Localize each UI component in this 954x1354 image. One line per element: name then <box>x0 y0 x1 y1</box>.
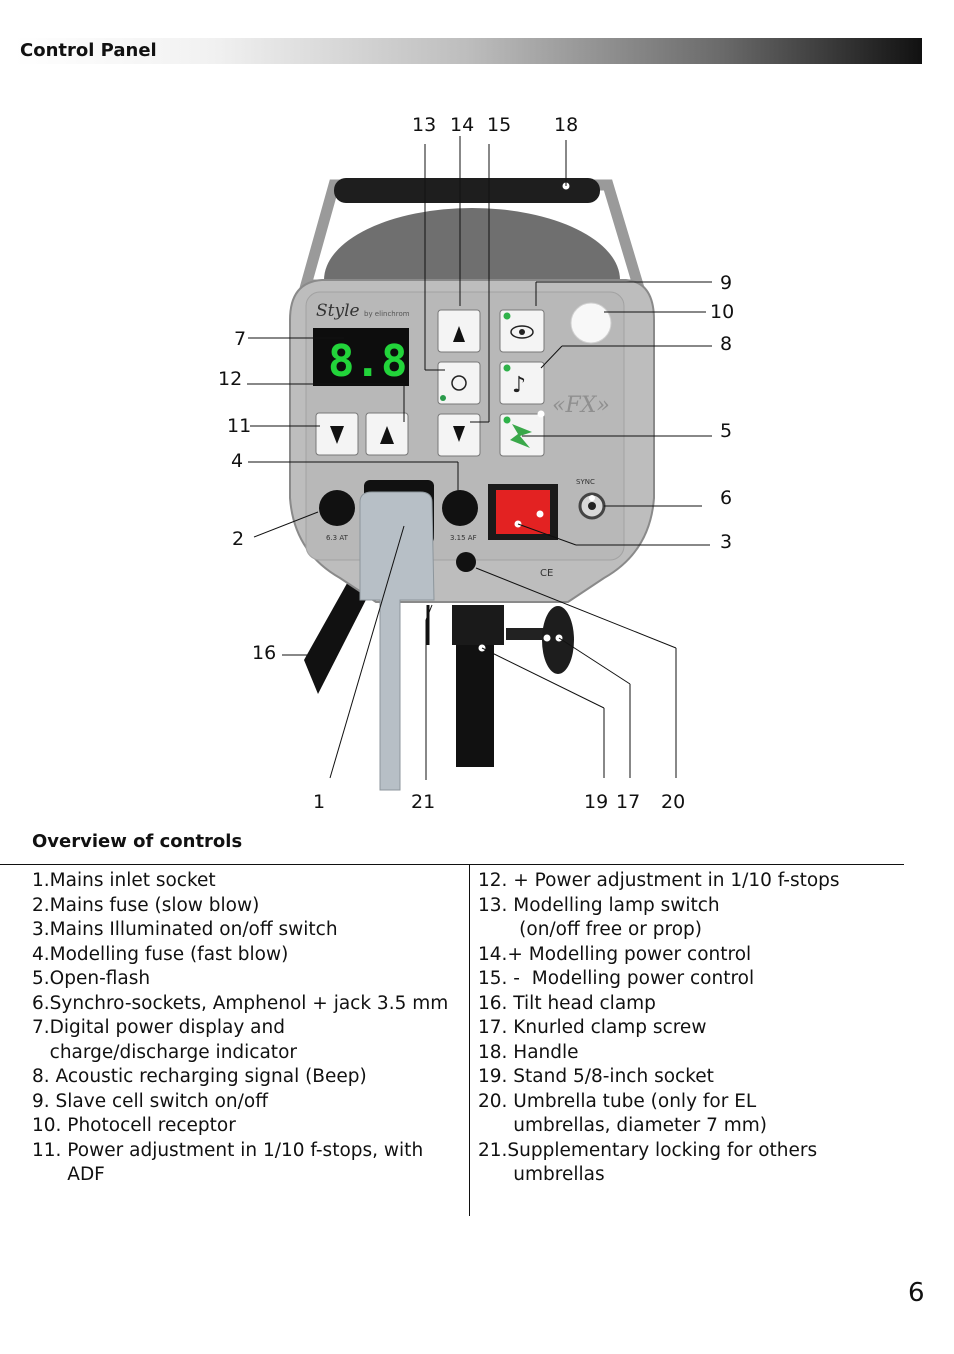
fuse-label-right: 3.15 AF <box>450 534 477 542</box>
controls-list-right: 12. + Power adjustment in 1/10 f-stops 1… <box>478 869 898 1188</box>
arrow-up-icon <box>453 326 465 342</box>
header-gradient-bar <box>14 38 922 64</box>
stand-socket <box>452 605 504 645</box>
callout-18: 18 <box>554 114 579 136</box>
callout-8: 8 <box>720 333 733 355</box>
list-item: 11. Power adjustment in 1/10 f-stops, wi… <box>32 1139 424 1161</box>
tilt-head-clamp <box>304 578 372 694</box>
list-item: umbrellas, diameter 7 mm) <box>478 1115 768 1136</box>
callout-6: 6 <box>720 487 733 509</box>
callout-17: 17 <box>616 791 641 813</box>
brand-sub-logo: by elinchrom <box>364 310 410 318</box>
callout-2: 2 <box>232 528 245 550</box>
list-item: 5.Open-flash <box>32 968 151 989</box>
modelling-fuse <box>442 490 478 526</box>
eye-icon <box>510 325 534 339</box>
list-item: 17. Knurled clamp screw <box>478 1017 707 1038</box>
callout-19: 19 <box>584 791 609 813</box>
beep-button <box>499 361 545 405</box>
modelling-lamp-button <box>437 361 481 405</box>
callout-1: 1 <box>313 791 326 813</box>
mains-fuse <box>319 490 355 526</box>
list-item: 13. Modelling lamp switch <box>478 894 720 916</box>
music-note-icon: ♪ <box>512 373 526 398</box>
lamp-icon <box>451 375 467 391</box>
fuse-label-left: 6.3 AT <box>326 534 349 542</box>
brand-logo: Style <box>316 301 360 321</box>
callout-3: 3 <box>720 531 733 553</box>
sync-label: SYNC <box>576 478 595 486</box>
control-panel-figure: Style by elinchrom 8.8 ♪ «FX» <box>0 100 954 830</box>
list-item: 7.Digital power display and <box>32 1017 285 1038</box>
page-number: 6 <box>908 1278 925 1308</box>
umbrella-tube-socket <box>456 552 476 572</box>
ce-mark: CE <box>540 568 553 579</box>
page-title: Control Panel <box>20 40 157 61</box>
callout-14: 14 <box>450 114 475 136</box>
list-item: 8. Acoustic recharging signal (Beep) <box>32 1066 367 1087</box>
list-item: 9. Slave cell switch on/off <box>32 1090 268 1112</box>
callout-7: 7 <box>234 328 247 350</box>
list-item: 2.Mains fuse (slow blow) <box>32 894 260 916</box>
list-item: 1.Mains inlet socket <box>32 870 216 891</box>
table-column-divider <box>469 864 470 1216</box>
list-item: umbrellas <box>478 1164 605 1185</box>
callout-15: 15 <box>487 114 512 136</box>
device-illustration: Style by elinchrom 8.8 ♪ «FX» <box>247 136 712 791</box>
callout-13: 13 <box>412 114 437 136</box>
photocell-receptor <box>570 302 612 344</box>
section-title: Overview of controls <box>32 831 243 852</box>
list-item: charge/discharge indicator <box>32 1041 297 1063</box>
callout-9: 9 <box>720 272 733 294</box>
list-item: (on/off free or prop) <box>478 919 702 940</box>
arrow-down-icon <box>330 426 344 444</box>
list-item: 20. Umbrella tube (only for EL <box>478 1090 757 1112</box>
arrow-up-icon <box>380 426 394 444</box>
controls-list-left: 1.Mains inlet socket 2.Mains fuse (slow … <box>32 869 464 1188</box>
callout-5: 5 <box>720 420 733 442</box>
list-item: 3.Mains Illuminated on/off switch <box>32 919 338 940</box>
callout-20: 20 <box>661 791 686 813</box>
table-top-rule <box>0 864 904 865</box>
fx-logo: «FX» <box>552 393 610 418</box>
flash-icon <box>510 424 532 448</box>
display-readout: 8.8 <box>328 336 407 387</box>
arrow-down-icon <box>453 426 465 442</box>
list-item: 6.Synchro-sockets, Amphenol + jack 3.5 m… <box>32 992 449 1014</box>
callout-10: 10 <box>710 301 735 323</box>
list-item: 10. Photocell receptor <box>32 1115 236 1136</box>
list-item: 19. Stand 5/8-inch socket <box>478 1066 714 1087</box>
list-item: 21.Supplementary locking for others <box>478 1139 818 1161</box>
callout-11: 11 <box>227 415 252 437</box>
leader-lines <box>247 136 712 780</box>
list-item: 15. - Modelling power control <box>478 968 755 989</box>
list-item: 12. + Power adjustment in 1/10 f-stops <box>478 870 840 891</box>
list-item: 16. Tilt head clamp <box>478 992 656 1014</box>
list-item: ADF <box>32 1164 105 1185</box>
callout-21: 21 <box>411 791 436 813</box>
mains-plug-cable <box>359 491 435 791</box>
callout-4: 4 <box>231 450 244 472</box>
callout-16: 16 <box>252 642 277 664</box>
list-item: 18. Handle <box>478 1041 579 1063</box>
list-item: 4.Modelling fuse (fast blow) <box>32 943 289 965</box>
callout-12: 12 <box>218 368 243 390</box>
handle <box>334 178 600 203</box>
list-item: 14.+ Modelling power control <box>478 943 752 965</box>
